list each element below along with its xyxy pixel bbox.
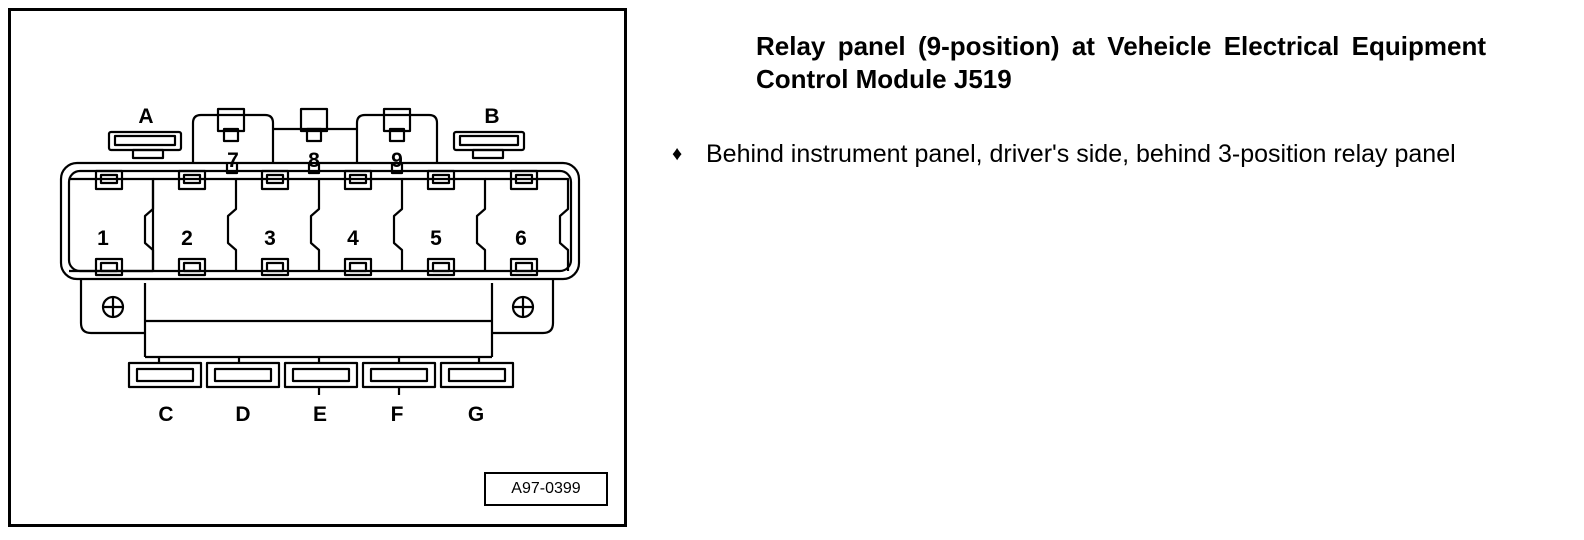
relay-6-label: 6 [515,227,527,250]
relay-slot-8-frame [273,107,357,175]
relay-panel-drawing: 1 2 3 4 5 6 7 8 9 A B C D E F G [59,105,581,426]
connector-tab-a [107,130,183,160]
connector-a-label: A [138,105,153,128]
connector-c-label: C [158,403,173,426]
location-text: Behind instrument panel, driver's side, … [706,140,1456,168]
connector-tab-b [452,130,526,160]
relay-3-label: 3 [264,227,276,250]
housing-outer [59,161,581,281]
relay-panel-figure: 1 2 3 4 5 6 7 8 9 A B C D E F G A97-0399 [8,8,627,527]
page-title: Relay panel (9-position) at Veheicle Ele… [756,31,1486,94]
diamond-bullet-icon: ♦ [672,143,683,165]
relay-slots-row [69,177,570,273]
connector-f-label: F [391,403,404,426]
relay-slot-9-frame [355,107,439,175]
connector-b-label: B [484,105,499,128]
relay-slot-7-frame [191,107,275,175]
relay-2-label: 2 [181,227,193,250]
connector-tabs-bottom [127,357,515,395]
connector-d-label: D [235,403,250,426]
relay-1-label: 1 [97,227,109,250]
relay-7-label: 7 [227,149,239,172]
relay-5-label: 5 [430,227,442,250]
connector-g-label: G [468,403,484,426]
mounting-screw-left-icon [101,295,125,319]
relay-9-label: 9 [391,149,403,172]
housing-lower-body [79,279,555,359]
mounting-screw-right-icon [511,295,535,319]
relay-8-label: 8 [308,149,320,172]
figure-reference-number: A97-0399 [484,472,608,506]
location-bullet-item: ♦ Behind instrument panel, driver's side… [672,138,1552,170]
relay-slot-latches [94,169,539,277]
relay-4-label: 4 [347,227,359,250]
connector-e-label: E [313,403,327,426]
